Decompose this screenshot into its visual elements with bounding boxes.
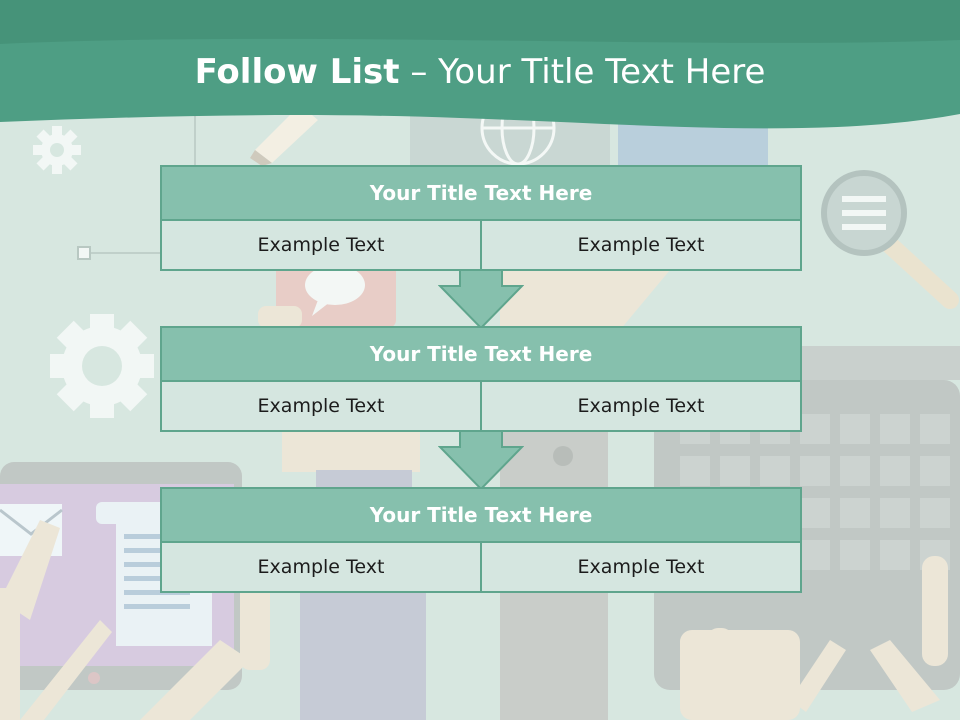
block-header: Your Title Text Here [160,326,802,382]
block-row: Example Text Example Text [160,543,802,593]
pencil-icon [250,105,318,166]
block-cell-right: Example Text [480,382,800,430]
down-arrow-icon [438,431,524,491]
block-cell-right: Example Text [480,543,800,591]
list-block-1: Your Title Text Here Example Text Exampl… [160,165,802,271]
gear-icon [50,314,154,418]
chat-bubble-icon [305,265,365,316]
slide-title: Follow List – Your Title Text Here [0,52,960,92]
block-row: Example Text Example Text [160,382,802,432]
gear-icon [33,126,81,174]
block-header: Your Title Text Here [160,487,802,543]
block-cell-left: Example Text [257,556,385,578]
block-row: Example Text Example Text [160,221,802,271]
slide-title-rest: – Your Title Text Here [399,52,766,92]
list-block-3: Your Title Text Here Example Text Exampl… [160,487,802,593]
block-cell-left: Example Text [257,395,385,417]
block-cell-right: Example Text [480,221,800,269]
slide-title-bold: Follow List [194,52,400,92]
block-header: Your Title Text Here [160,165,802,221]
down-arrow-icon [438,270,524,330]
block-cell-left: Example Text [257,234,385,256]
magnifier-icon [821,170,959,309]
list-block-2: Your Title Text Here Example Text Exampl… [160,326,802,432]
